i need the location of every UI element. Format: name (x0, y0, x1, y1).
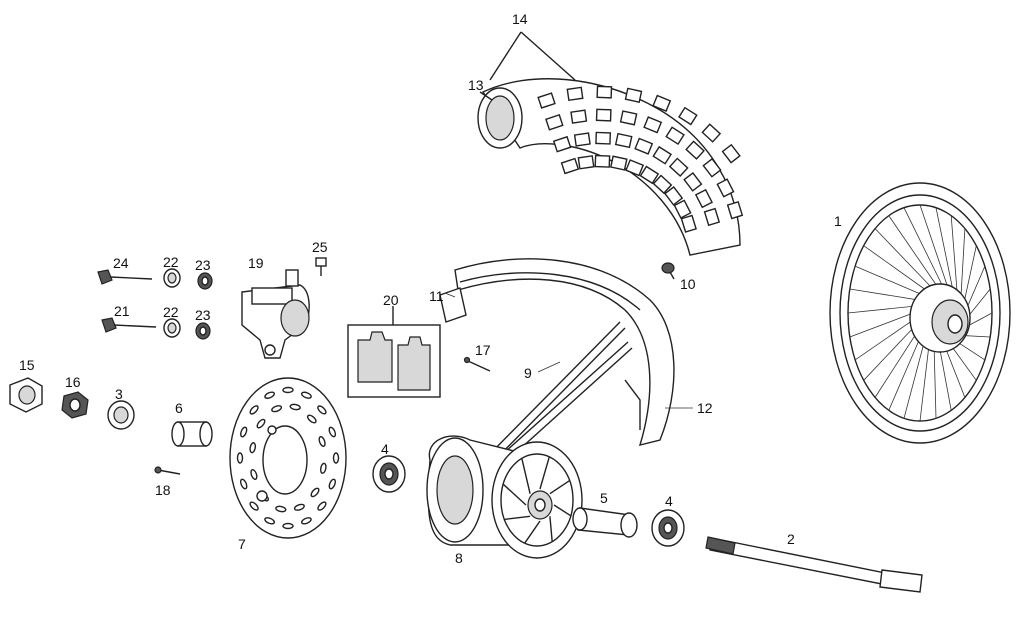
label-part-10: 10 (680, 276, 696, 292)
label-part-3: 3 (115, 386, 123, 402)
leader-9 (537, 361, 561, 373)
label-part-16: 16 (65, 374, 81, 390)
fork-rods (481, 321, 633, 469)
cap-nut (9, 377, 43, 413)
mudguard-screw (463, 356, 491, 372)
label-part-14: 14 (512, 11, 528, 27)
mudguard (439, 258, 675, 446)
label-part-17: 17 (475, 342, 491, 358)
brake-disc-holes (236, 386, 340, 530)
label-part-25: 25 (312, 239, 328, 255)
label-part-8: 8 (455, 550, 463, 566)
hub-vanes (502, 456, 572, 544)
label-part-1: 1 (834, 213, 842, 229)
bearing-left (372, 455, 406, 493)
label-part-7: 7 (238, 536, 246, 552)
label-part-20: 20 (383, 292, 399, 308)
washer-22-upper (163, 268, 181, 288)
lock-washer-23-lower (195, 322, 211, 340)
bearing-right (651, 509, 685, 547)
label-part-13: 13 (468, 77, 484, 93)
tyre-tread-knobs (537, 85, 744, 233)
label-part-6: 6 (175, 400, 183, 416)
axle-nut (61, 391, 89, 419)
leader-14a (489, 31, 522, 81)
label-part-5: 5 (600, 490, 608, 506)
label-part-4-left: 4 (381, 441, 389, 457)
label-part-19: 19 (248, 255, 264, 271)
oil-seal (107, 400, 135, 430)
label-part-11: 11 (429, 288, 444, 304)
label-part-15: 15 (19, 357, 35, 373)
lock-washer-23-upper (197, 272, 213, 290)
label-part-9: 9 (524, 365, 532, 381)
mudguard-bolt (661, 262, 675, 280)
bolt-upper (97, 269, 153, 285)
label-part-23-upper: 23 (195, 257, 211, 273)
bleed-screw (315, 257, 327, 276)
leader-11 (444, 292, 456, 298)
bolt-lower (101, 317, 157, 333)
brake-caliper (241, 269, 310, 359)
tyre-segment (477, 78, 744, 256)
spacer-bush (171, 421, 213, 447)
leader-14b (520, 31, 576, 81)
wheel-axle (705, 536, 923, 593)
label-part-21: 21 (114, 303, 130, 319)
brake-disc (229, 377, 347, 539)
brake-pads (347, 306, 441, 398)
leader-13 (479, 91, 493, 101)
label-part-22-lower: 22 (163, 304, 179, 320)
label-part-23-lower: 23 (195, 307, 211, 323)
disc-screw (154, 466, 181, 475)
label-part-2: 2 (787, 531, 795, 547)
washer-22-lower (163, 318, 181, 338)
label-part-12: 12 (697, 400, 713, 416)
label-part-22-upper: 22 (163, 254, 179, 270)
spacer-tube (572, 507, 638, 538)
label-part-4-right: 4 (665, 493, 673, 509)
label-part-18: 18 (155, 482, 171, 498)
label-part-24: 24 (113, 255, 129, 271)
wheel-hub (426, 435, 583, 559)
complete-wheel (829, 182, 1011, 444)
